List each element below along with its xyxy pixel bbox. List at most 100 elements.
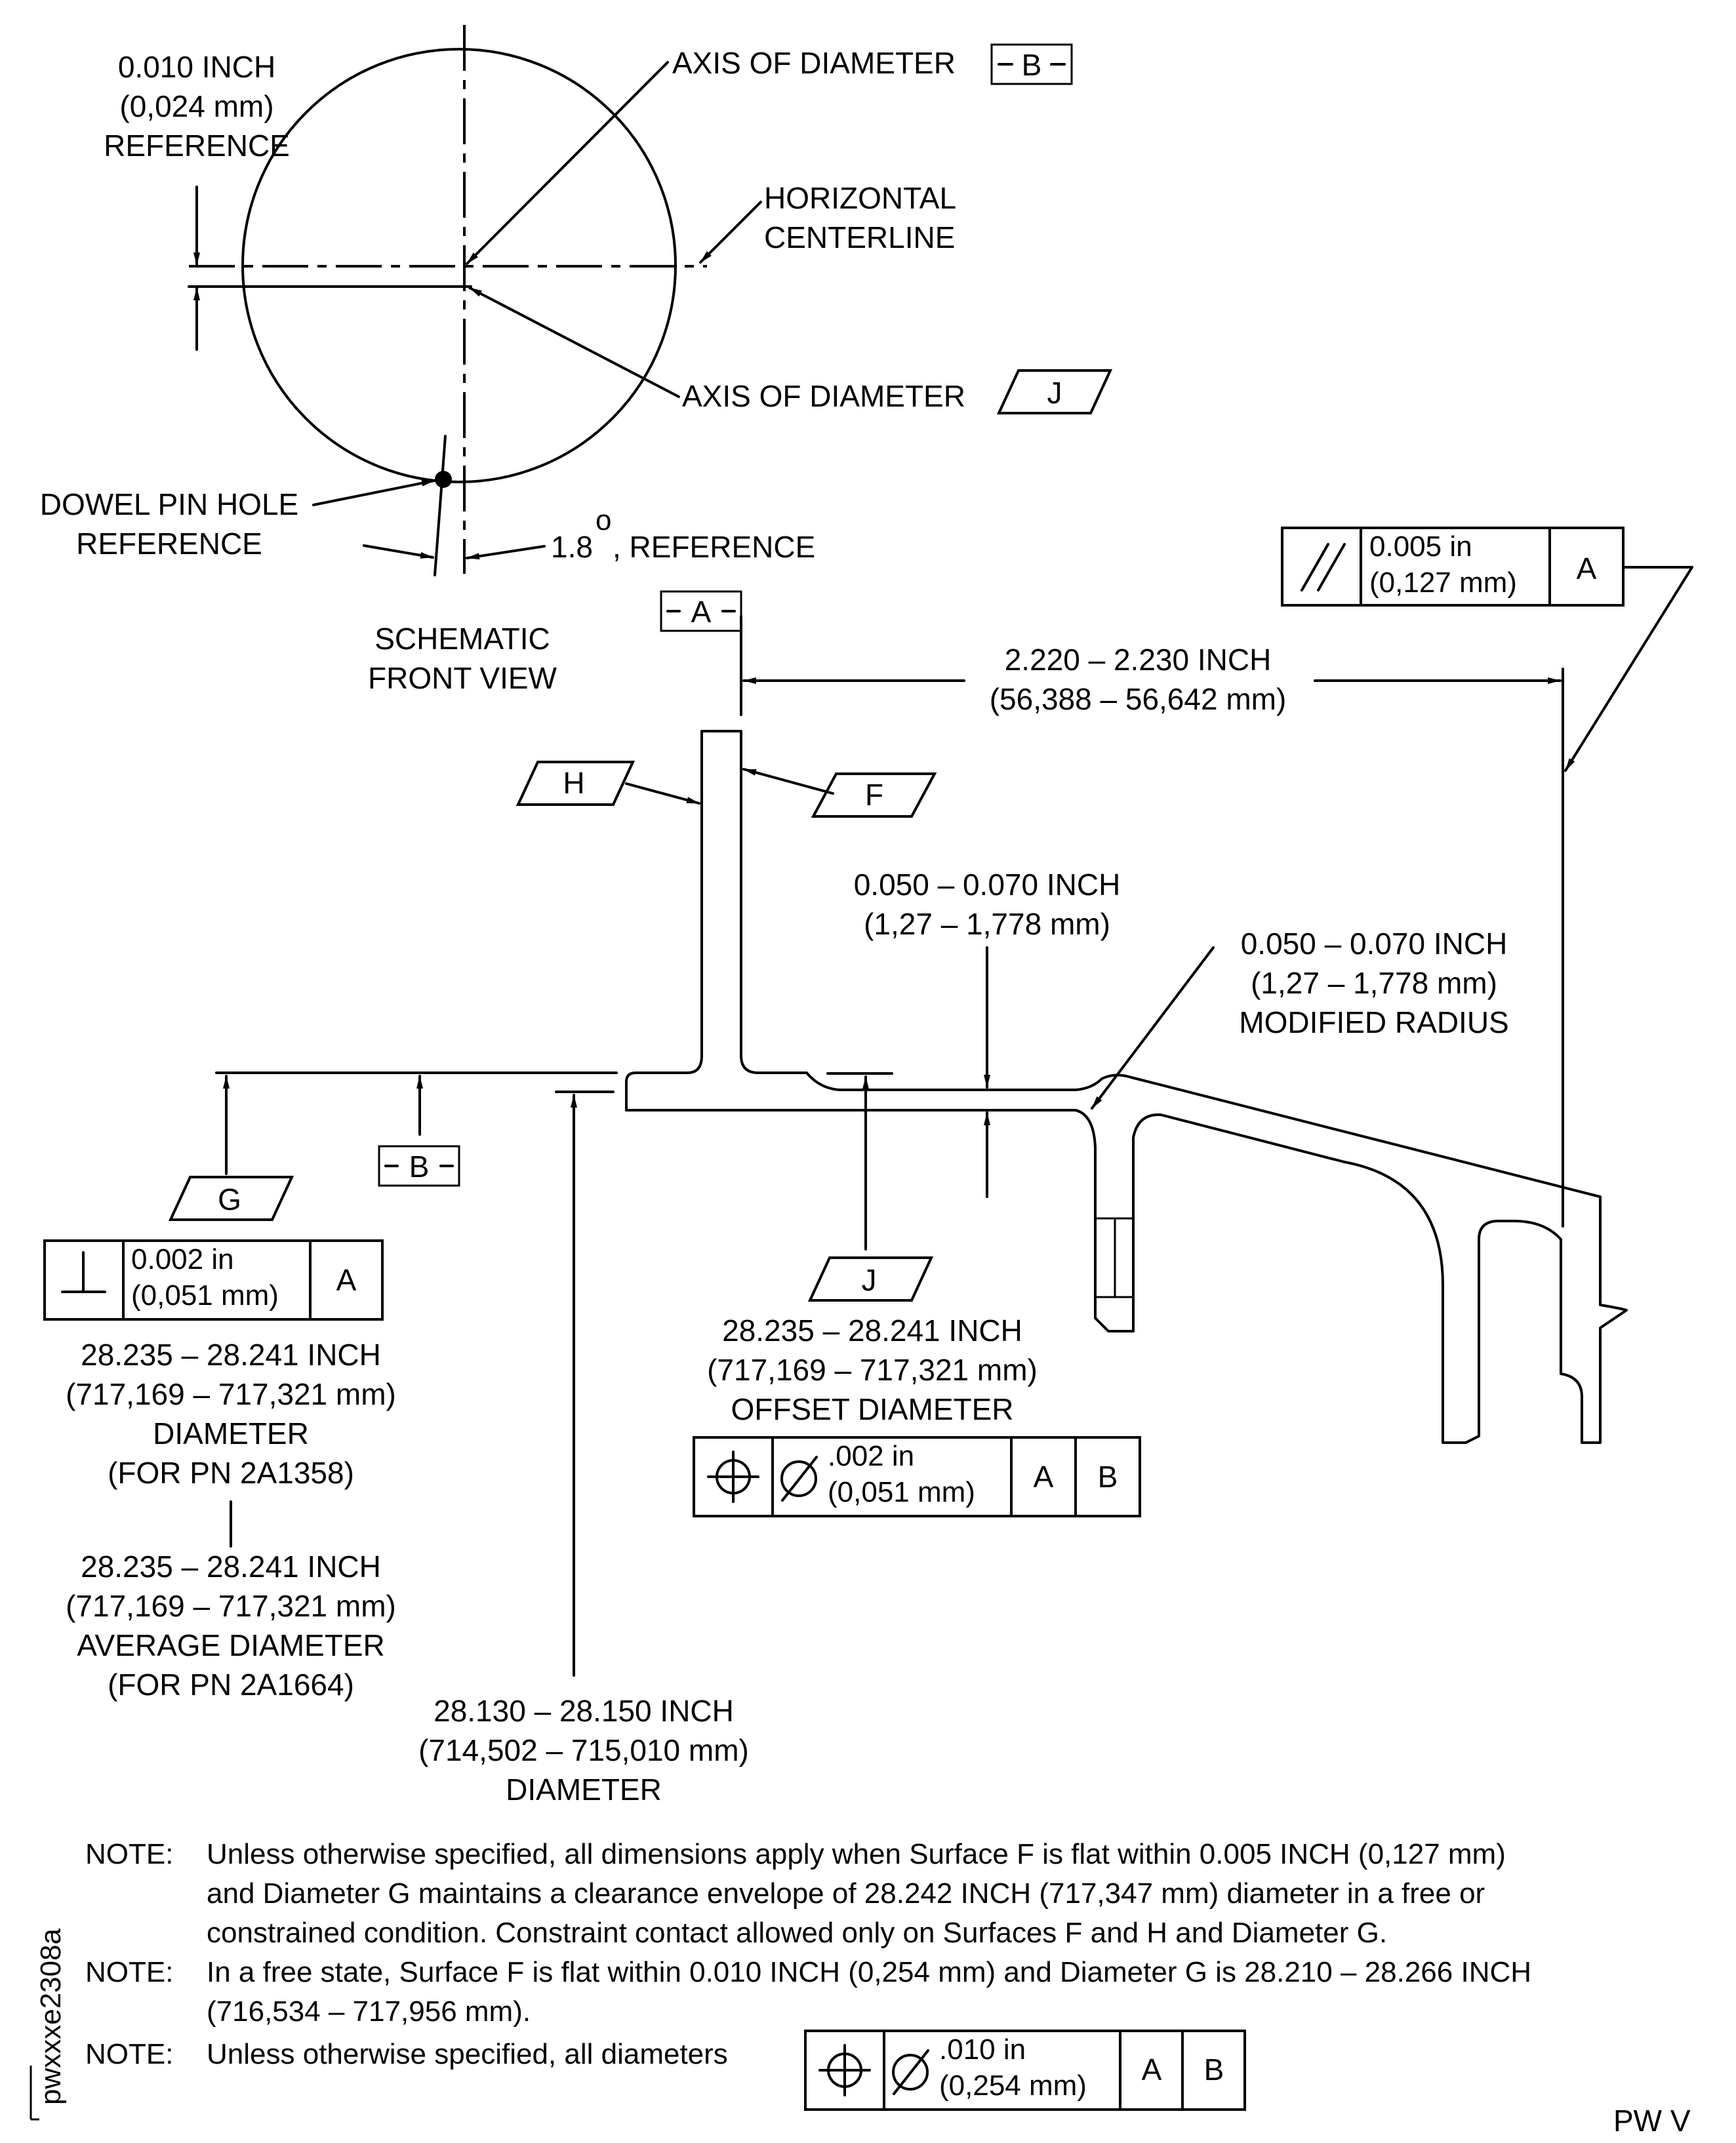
radius-dim-line1: 0.050 – 0.070 INCH xyxy=(1241,927,1508,961)
angle-degree-mark: o xyxy=(595,504,611,536)
position-offset-tol-line1: .002 in xyxy=(828,1440,914,1472)
g-average-line1: 28.235 – 28.241 INCH xyxy=(81,1550,381,1584)
datum-j-feature-symbol: J xyxy=(807,1256,934,1302)
axis-b-leader xyxy=(466,61,669,265)
surface-f-label: F xyxy=(811,772,937,818)
datum-j-feature-symbol-top: J xyxy=(996,369,1113,414)
note-2-line2: (716,534 – 717,956 mm). xyxy=(207,1995,531,2028)
angle-arrow-left xyxy=(363,544,434,559)
datum-a-letter: A xyxy=(691,595,712,629)
small-diameter-line3: DIAMETER xyxy=(506,1772,662,1807)
angle-arrow-right xyxy=(466,545,546,560)
perpendicularity-tol-line2: (0,051 mm) xyxy=(131,1279,279,1312)
parallelism-datum-a: A xyxy=(1577,551,1597,586)
position-all-tol-line1: .010 in xyxy=(939,2033,1026,2066)
offset-label-line2: (0,024 mm) xyxy=(119,89,273,123)
position-control-frame-all: .010 in (0,254 mm) A B xyxy=(804,2030,1246,2111)
datum-a-feature-symbol: A xyxy=(660,590,742,632)
offset-diameter-line2: (717,169 – 717,321 mm) xyxy=(707,1353,1038,1387)
datum-j-letter: J xyxy=(862,1263,877,1297)
radius-dim-line3: MODIFIED RADIUS xyxy=(1239,1005,1508,1039)
note-1-line2: and Diameter G maintains a clearance env… xyxy=(207,1877,1485,1910)
note-2-label: NOTE: xyxy=(85,1956,173,1988)
parallelism-tol-line2: (0,127 mm) xyxy=(1369,567,1517,599)
horizontal-centerline-line2: CENTERLINE xyxy=(764,220,955,254)
note-1-line1: Unless otherwise specified, all dimensio… xyxy=(207,1838,1506,1870)
g-average-line2: (717,169 – 717,321 mm) xyxy=(66,1589,396,1623)
position-offset-tol-line2: (0,051 mm) xyxy=(828,1476,975,1508)
radius-leader xyxy=(1091,946,1215,1110)
position-offset-datum-b: B xyxy=(1098,1460,1118,1494)
position-icon-notes xyxy=(818,2044,871,2096)
horizontal-centerline-leader xyxy=(699,201,762,264)
position-all-datum-b: B xyxy=(1204,2053,1224,2087)
parallelism-icon xyxy=(1301,543,1329,591)
small-diameter-line1: 28.130 – 28.150 INCH xyxy=(434,1694,734,1728)
surface-f-leader xyxy=(742,768,834,795)
parallelism-control-frame: 0.005 in (0,127 mm) A xyxy=(1281,527,1625,607)
front-view-caption-line2: FRONT VIEW xyxy=(368,661,557,695)
horizontal-centerline-line1: HORIZONTAL xyxy=(764,181,956,215)
note-1-label: NOTE: xyxy=(85,1838,173,1870)
diameter-icon-notes xyxy=(892,2049,929,2095)
dowel-label-line1: DOWEL PIN HOLE xyxy=(40,487,298,521)
surface-h-letter: H xyxy=(563,766,584,800)
figure-id: pwxxxe2308a xyxy=(35,1928,67,2105)
g-diameter-line4: (FOR PN 2A1358) xyxy=(108,1456,354,1490)
angle-value: 1.8 xyxy=(551,530,593,564)
front-view: 0.010 INCH (0,024 mm) REFERENCE AXIS OF … xyxy=(40,25,1113,695)
g-average-line3: AVERAGE DIAMETER xyxy=(77,1628,384,1662)
g-diameter-line2: (717,169 – 717,321 mm) xyxy=(66,1377,396,1411)
note-2-line1: In a free state, Surface F is flat withi… xyxy=(207,1956,1531,1988)
position-all-datum-a: A xyxy=(1142,2053,1162,2087)
position-all-tol-line2: (0,254 mm) xyxy=(939,2070,1087,2102)
dowel-leader xyxy=(312,479,435,506)
datum-b-letter: B xyxy=(409,1150,430,1184)
axis-j-label: AXIS OF DIAMETER xyxy=(682,379,965,413)
axis-j-leader xyxy=(468,287,680,398)
axis-b-label: AXIS OF DIAMETER xyxy=(672,46,956,80)
offset-diameter-line3: OFFSET DIAMETER xyxy=(731,1392,1013,1426)
length-dim-line2: (56,388 – 56,642 mm) xyxy=(990,682,1287,716)
dowel-label-line2: REFERENCE xyxy=(76,527,262,561)
parallelism-tol-line1: 0.005 in xyxy=(1369,531,1472,563)
g-diameter-line3: DIAMETER xyxy=(153,1416,309,1451)
datum-b-letter-top: B xyxy=(1022,48,1042,82)
thickness-dim-line2: (1,27 – 1,778 mm) xyxy=(864,907,1110,941)
position-control-frame-offset: .002 in (0,051 mm) A B xyxy=(693,1436,1141,1517)
datum-b-feature-symbol-top: B xyxy=(990,43,1073,85)
length-dim-line1: 2.220 – 2.230 INCH xyxy=(1005,643,1272,677)
position-icon xyxy=(707,1451,759,1503)
diameter-g-letter: G xyxy=(218,1182,241,1216)
dowel-radial-line xyxy=(434,435,447,576)
front-view-caption-line1: SCHEMATIC xyxy=(374,622,550,656)
note-3-line1: Unless otherwise specified, all diameter… xyxy=(207,2038,728,2070)
section-profile: 2.220 – 2.230 INCH (56,388 – 56,642 mm) … xyxy=(43,527,1693,1807)
note-3-label: NOTE: xyxy=(85,2038,173,2070)
surface-f-letter: F xyxy=(865,778,883,812)
offset-diameter-line1: 28.235 – 28.241 INCH xyxy=(722,1313,1022,1348)
perpendicularity-control-frame: 0.002 in (0,051 mm) A xyxy=(43,1239,384,1321)
offset-label-line3: REFERENCE xyxy=(104,129,290,163)
note-1-line3: constrained condition. Constraint contac… xyxy=(207,1917,1387,1949)
surface-h-leader xyxy=(625,782,700,805)
dowel-pin-hole xyxy=(435,471,452,488)
small-diameter-line2: (714,502 – 715,010 mm) xyxy=(418,1733,749,1767)
g-diameter-line1: 28.235 – 28.241 INCH xyxy=(81,1338,381,1372)
position-offset-datum-a: A xyxy=(1034,1460,1054,1494)
flange-profile xyxy=(625,730,1628,1444)
offset-label-line1: 0.010 INCH xyxy=(118,50,275,84)
parallelism-leader xyxy=(1564,566,1693,772)
notes-block: NOTE: Unless otherwise specified, all di… xyxy=(85,1838,1531,2111)
diameter-g-label: G xyxy=(168,1176,294,1221)
datum-j-letter-top: J xyxy=(1047,376,1062,410)
surface-h-label: H xyxy=(515,761,636,806)
diameter-icon xyxy=(780,1456,818,1502)
perpendicularity-datum-a: A xyxy=(336,1263,357,1297)
angle-reference: , REFERENCE xyxy=(613,530,815,564)
perpendicularity-icon xyxy=(61,1251,106,1293)
thickness-dim-line1: 0.050 – 0.070 INCH xyxy=(854,868,1121,902)
figure-code: PW V xyxy=(1613,2104,1691,2138)
datum-b-feature-symbol: B xyxy=(378,1145,460,1187)
